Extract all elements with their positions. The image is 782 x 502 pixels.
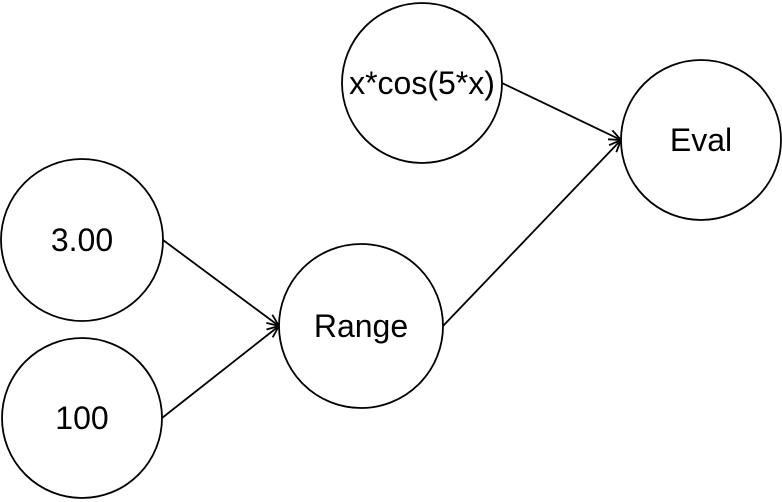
edge-range-to-eval — [442, 138, 623, 327]
edge-value-100-to-range — [161, 324, 281, 419]
edge-expression-to-eval — [501, 82, 624, 142]
node-circle-value-100[interactable] — [1, 337, 163, 499]
edge-layer — [161, 82, 624, 419]
node-range[interactable]: Range — [278, 243, 444, 409]
node-value-3[interactable]: 3.00 — [0, 158, 164, 322]
node-label-range: Range — [314, 308, 408, 344]
node-label-value-100: 100 — [55, 400, 108, 436]
node-circle-value-3[interactable] — [0, 158, 164, 322]
node-value-100[interactable]: 100 — [1, 337, 163, 499]
node-circle-range[interactable] — [278, 243, 444, 409]
node-circle-expression[interactable] — [341, 2, 503, 164]
edge-value-3-to-range — [162, 239, 281, 328]
node-label-value-3: 3.00 — [51, 222, 113, 258]
node-eval[interactable]: Eval — [620, 59, 782, 221]
node-expression[interactable]: x*cos(5*x) — [341, 2, 503, 164]
node-label-expression: x*cos(5*x) — [349, 65, 495, 101]
node-label-eval: Eval — [670, 122, 732, 158]
node-circle-eval[interactable] — [620, 59, 782, 221]
